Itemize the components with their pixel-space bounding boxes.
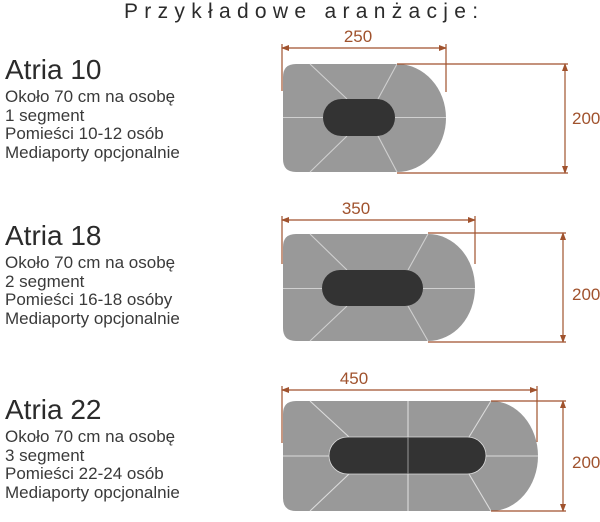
page-title: Przykładowe aranżacje: — [124, 0, 485, 23]
variant-atria-10: Atria 10 Około 70 cm na osobę 1 segment … — [5, 54, 180, 162]
table-diagram-atria-10: 250 200 — [281, 27, 600, 174]
height-dimension — [397, 63, 568, 174]
segment-text: 3 segment — [5, 445, 85, 465]
per-person-text: Około 70 cm na osobę — [5, 427, 176, 446]
mediaports-text: Mediaporty opcjonalnie — [5, 308, 180, 328]
capacity-text: Pomieści 22-24 osób — [5, 464, 164, 483]
variant-name: Atria 18 — [5, 220, 102, 251]
height-label: 200 — [572, 285, 600, 304]
center-oval — [322, 270, 423, 306]
height-dimension — [491, 400, 566, 512]
width-dimension — [281, 216, 476, 264]
width-dimension — [281, 44, 447, 92]
variant-name: Atria 22 — [5, 394, 102, 425]
per-person-text: Około 70 cm na osobę — [5, 253, 176, 272]
per-person-text: Około 70 cm na osobę — [5, 87, 176, 106]
capacity-text: Pomieści 10-12 osób — [5, 124, 164, 143]
segment-text: 1 segment — [5, 105, 85, 125]
variant-atria-22: Atria 22 Około 70 cm na osobę 3 segment … — [5, 394, 180, 502]
center-oval — [323, 99, 395, 136]
capacity-text: Pomieści 16-18 osóby — [5, 290, 173, 309]
width-dimension — [281, 386, 538, 443]
table-diagram-atria-18: 350 200 — [281, 199, 600, 343]
table-diagram-atria-22: 450 200 — [281, 369, 600, 512]
width-label: 450 — [340, 369, 368, 388]
mediaports-text: Mediaporty opcjonalnie — [5, 482, 180, 502]
segment-dividers — [283, 233, 475, 342]
variant-atria-18: Atria 18 Około 70 cm na osobę 2 segment … — [5, 220, 180, 328]
mediaports-text: Mediaporty opcjonalnie — [5, 142, 180, 162]
height-label: 200 — [572, 109, 600, 128]
width-label: 250 — [344, 27, 372, 46]
segment-dividers — [283, 63, 446, 173]
variant-name: Atria 10 — [5, 54, 102, 85]
height-label: 200 — [572, 453, 600, 472]
height-dimension — [428, 232, 566, 343]
segment-text: 2 segment — [5, 271, 85, 291]
width-label: 350 — [342, 199, 370, 218]
